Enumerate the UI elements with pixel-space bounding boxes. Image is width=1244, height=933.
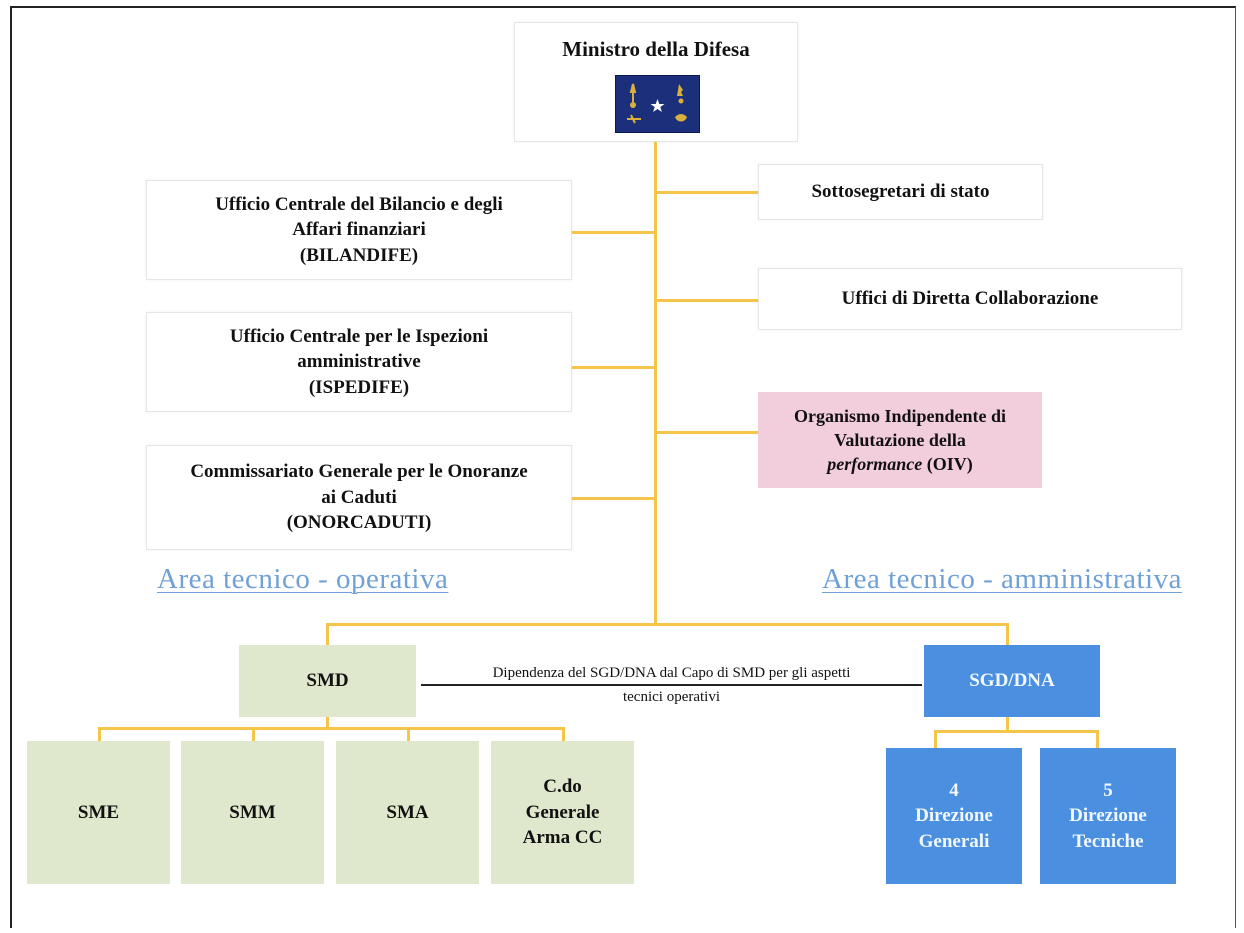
- connector-sma: [407, 727, 410, 741]
- area-label-amministrativa: Area tecnico - amministrativa: [822, 563, 1182, 595]
- office-bilandife-line2: Affari finanziari: [292, 219, 426, 241]
- office-uffici-diretta: Uffici di Diretta Collaborazione: [758, 268, 1182, 330]
- direzioni-tecniche-line2: Direzione: [1069, 805, 1147, 827]
- direzioni-generali-line3: Generali: [918, 830, 990, 852]
- cdo-line1: C.do: [543, 776, 582, 798]
- office-oiv-line2: Valutazione della: [834, 429, 966, 450]
- direzioni-tecniche-line3: Tecniche: [1072, 830, 1144, 852]
- smm-label: SMM: [229, 801, 276, 823]
- sme-label: SME: [77, 801, 120, 823]
- smd-label: SMD: [306, 670, 349, 692]
- direzioni-generali-box: 4 Direzione Generali: [886, 748, 1022, 884]
- office-onorcaduti-line2: ai Caduti: [321, 486, 397, 508]
- minister-title: Ministro della Difesa: [562, 37, 750, 61]
- office-oiv-performance: performance: [827, 454, 923, 475]
- cdo-line2: Generale: [525, 801, 600, 823]
- connector-sgd-drop: [1006, 623, 1009, 645]
- office-bilandife: Ufficio Centrale del Bilancio e degli Af…: [146, 180, 572, 280]
- dependency-label: Dipendenza del SGD/DNA dal Capo di SMD p…: [421, 663, 922, 708]
- sme-box: SME: [27, 741, 170, 884]
- sgd-dna-box: SGD/DNA: [924, 645, 1100, 717]
- office-oiv-acronym: (OIV): [922, 454, 973, 475]
- office-ispedife-line3: (ISPEDIFE): [308, 376, 410, 398]
- sma-label: SMA: [386, 801, 429, 823]
- office-bilandife-line1: Ufficio Centrale del Bilancio e degli: [215, 193, 503, 215]
- dependency-line1: Dipendenza del SGD/DNA dal Capo di SMD p…: [492, 665, 851, 681]
- connector-sgd-children-bar: [934, 730, 1098, 733]
- connector-sgd-down: [1006, 717, 1009, 731]
- minister-flag-icon: [615, 75, 700, 133]
- office-oiv-line1: Organismo Indipendente di: [793, 405, 1007, 426]
- connector-onorcaduti: [572, 497, 656, 500]
- connector-areas-horizontal: [326, 623, 1008, 626]
- connector-uffici: [655, 299, 760, 302]
- dependency-line: [421, 684, 922, 686]
- office-oiv: Organismo Indipendente di Valutazione de…: [758, 392, 1042, 488]
- direzioni-tecniche-count: 5: [1103, 779, 1113, 801]
- smd-box: SMD: [239, 645, 416, 717]
- dependency-line2: tecnici operativi: [622, 689, 721, 706]
- office-uffici-diretta-label: Uffici di Diretta Collaborazione: [841, 288, 1099, 310]
- connector-smm: [252, 727, 255, 741]
- sgd-dna-label: SGD/DNA: [969, 670, 1055, 692]
- direzioni-tecniche-box: 5 Direzione Tecniche: [1040, 748, 1176, 884]
- connector-cdo: [562, 727, 565, 741]
- smm-box: SMM: [181, 741, 324, 884]
- office-oiv-line3: performance (OIV): [794, 452, 1006, 476]
- area-label-operativa: Area tecnico - operativa: [157, 563, 449, 595]
- cdo-line3: Arma CC: [522, 827, 603, 849]
- office-onorcaduti-line1: Commissariato Generale per le Onoranze: [190, 461, 528, 483]
- connector-smd-drop: [326, 623, 329, 645]
- sma-box: SMA: [336, 741, 479, 884]
- connector-main-trunk: [654, 142, 657, 625]
- connector-sottosegretari: [655, 191, 760, 194]
- office-ispedife-line2: amministrative: [297, 351, 421, 373]
- connector-dir-generali: [934, 730, 937, 748]
- office-sottosegretari-label: Sottosegretari di stato: [811, 181, 990, 203]
- connector-bilandife: [572, 231, 656, 234]
- connector-ispedife: [572, 366, 656, 369]
- cdo-arma-cc-box: C.do Generale Arma CC: [491, 741, 634, 884]
- office-onorcaduti: Commissariato Generale per le Onoranze a…: [146, 445, 572, 550]
- connector-smd-down: [326, 717, 329, 728]
- connector-sme: [98, 727, 101, 741]
- office-onorcaduti-line3: (ONORCADUTI): [286, 512, 432, 534]
- office-ispedife-line1: Ufficio Centrale per le Ispezioni: [229, 325, 489, 347]
- connector-smd-children-bar: [98, 727, 564, 730]
- page-frame: [10, 6, 1236, 928]
- connector-dir-tecniche: [1096, 730, 1099, 748]
- direzioni-generali-line2: Direzione: [915, 805, 993, 827]
- office-ispedife: Ufficio Centrale per le Ispezioni ammini…: [146, 312, 572, 412]
- office-sottosegretari: Sottosegretari di stato: [758, 164, 1043, 220]
- connector-oiv: [655, 431, 760, 434]
- office-bilandife-line3: (BILANDIFE): [299, 244, 419, 266]
- direzioni-generali-count: 4: [949, 779, 959, 801]
